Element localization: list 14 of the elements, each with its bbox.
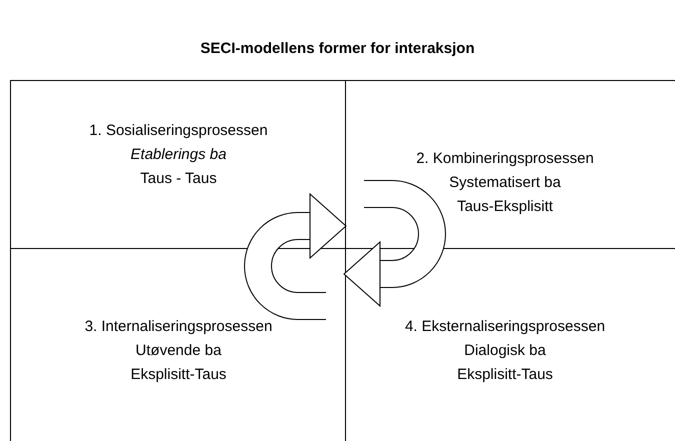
ba-type: Dialogisk ba [464,341,546,361]
diagram-title: SECI-modellens former for interaksjon [199,40,476,57]
knowledge-conversion: Taus-Eksplisitt [457,197,553,217]
knowledge-conversion: Taus - Taus [140,169,217,189]
process-title: 1. Sosialiseringsprosessen [89,121,268,141]
process-title: 3. Internaliseringsprosessen [84,317,272,337]
knowledge-conversion: Eksplisitt-Taus [457,365,553,385]
process-title: 4. Eksternaliseringsprosessen [404,317,606,337]
ba-type: Utøvende ba [136,341,222,361]
knowledge-conversion: Eksplisitt-Taus [130,365,226,385]
ba-type: Systematisert ba [449,173,561,193]
process-title: 2. Kombineringsprosessen [416,149,594,169]
quadrant-cell [345,80,675,249]
ba-type: Etablerings ba [130,145,226,165]
